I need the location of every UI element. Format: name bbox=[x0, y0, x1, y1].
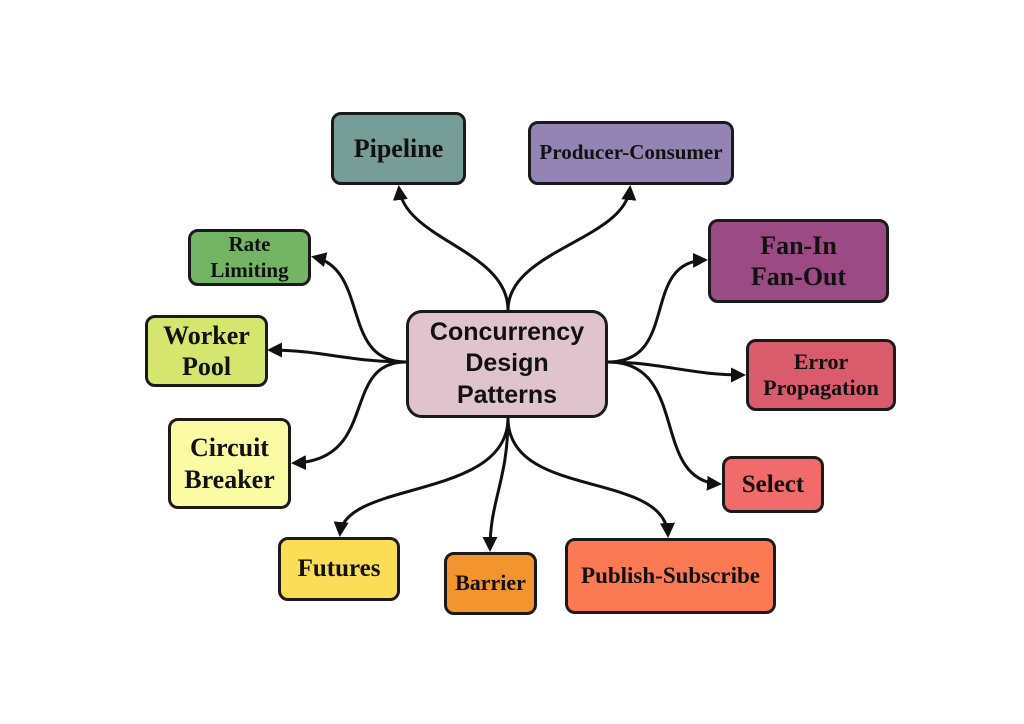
node-error-propagation: Error Propagation bbox=[746, 339, 896, 411]
edge-to-worker-pool bbox=[267, 342, 407, 364]
node-producer-consumer: Producer-Consumer bbox=[528, 121, 734, 185]
node-rate-limiting: Rate Limiting bbox=[188, 229, 311, 286]
node-barrier: Barrier bbox=[444, 552, 537, 615]
edge-to-barrier bbox=[482, 417, 510, 552]
node-fan-in-fan-out: Fan-In Fan-Out bbox=[708, 219, 889, 303]
node-pipeline: Pipeline bbox=[331, 112, 466, 185]
edge-to-rate-limiting bbox=[311, 252, 407, 364]
node-worker-pool: Worker Pool bbox=[145, 315, 268, 387]
node-futures: Futures bbox=[278, 537, 400, 601]
center-node: Concurrency Design Patterns bbox=[406, 310, 608, 418]
edge-to-fan-in-fan-out bbox=[607, 252, 708, 364]
edge-to-producer-consumer bbox=[506, 185, 637, 311]
node-select: Select bbox=[722, 456, 824, 513]
edge-to-pipeline bbox=[392, 185, 510, 311]
edge-to-publish-subscribe bbox=[506, 417, 675, 538]
node-circuit-breaker: Circuit Breaker bbox=[168, 418, 291, 509]
node-publish-subscribe: Publish-Subscribe bbox=[565, 538, 776, 614]
edge-to-circuit-breaker bbox=[291, 360, 407, 471]
edge-to-futures bbox=[333, 417, 510, 537]
edge-to-select bbox=[607, 360, 722, 491]
